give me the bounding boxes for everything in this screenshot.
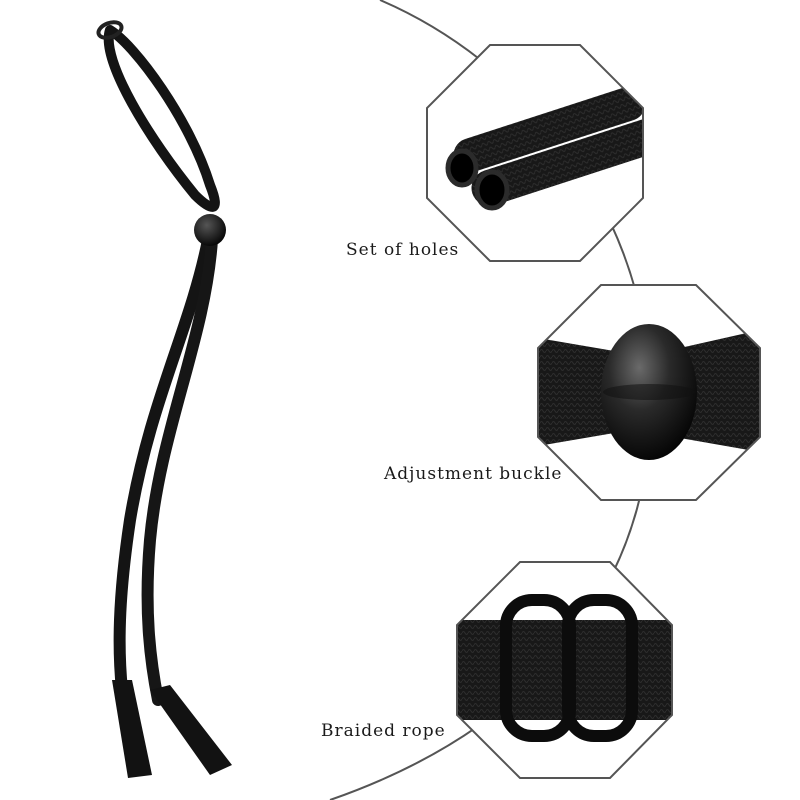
detail-rope: [456, 561, 673, 779]
strap-bead-icon: [194, 214, 226, 246]
detail-holes: [426, 44, 644, 262]
hole-icon: [474, 169, 510, 211]
strap-ring-icon: [96, 20, 124, 40]
label-adjustment-buckle: Adjustment buckle: [384, 464, 563, 484]
eyewear-strap: [96, 20, 232, 778]
octagon-frame: [426, 44, 644, 262]
detail-buckle: [537, 284, 761, 501]
label-braided-rope: Braided rope: [321, 721, 446, 741]
octagon-frame: [537, 284, 761, 501]
label-set-of-holes: Set of holes: [346, 240, 460, 260]
slider-buckle-icon: [562, 594, 638, 742]
hole-icon: [445, 148, 479, 188]
octagon-frame: [456, 561, 673, 779]
